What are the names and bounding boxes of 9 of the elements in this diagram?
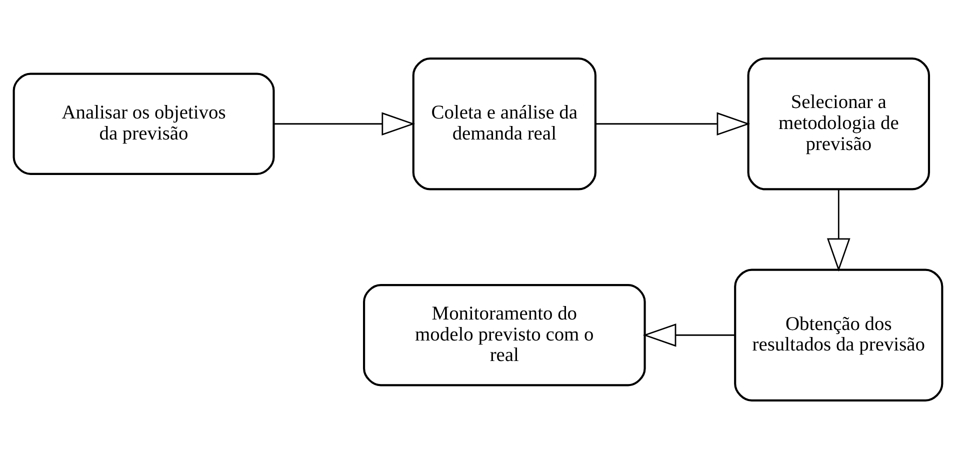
node-box: Selecionar a metodologia de previsão: [747, 58, 930, 190]
node-box: Monitoramento do modelo previsto com o real: [363, 284, 646, 386]
arrow: [274, 112, 416, 136]
arrow: [826, 189, 850, 272]
node-box: Obtenção dos resultados da previsão: [734, 268, 944, 402]
node-box: Analisar os objetivos da previsão: [12, 72, 275, 175]
arrow: [596, 112, 750, 136]
arrow: [642, 323, 735, 347]
node-box: Coleta e análise da demanda real: [412, 58, 596, 190]
